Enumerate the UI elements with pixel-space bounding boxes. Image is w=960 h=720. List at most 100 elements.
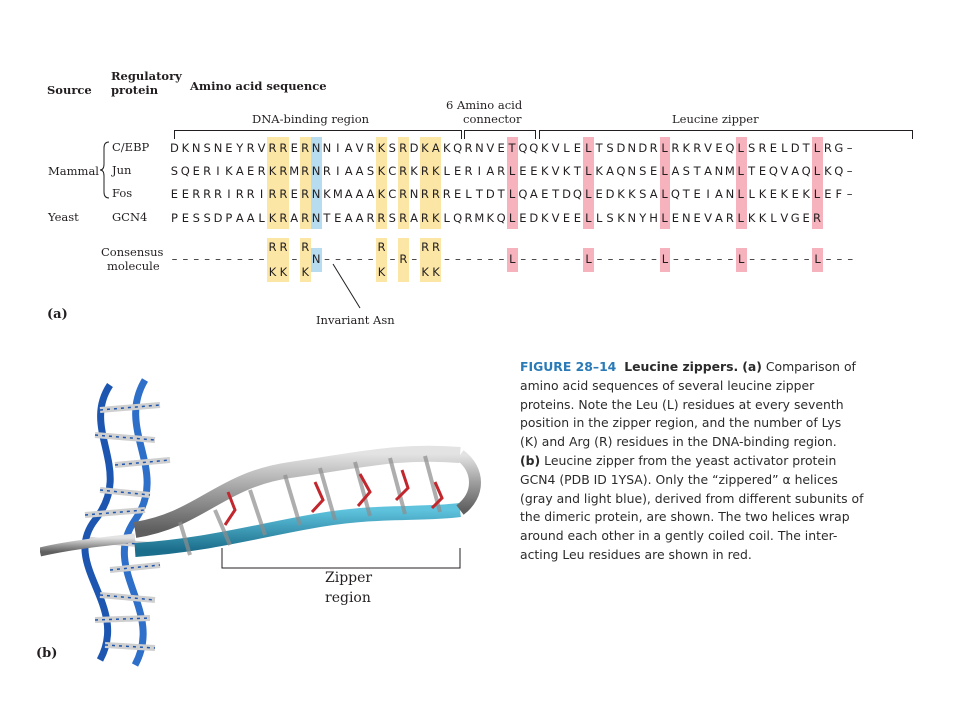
residue: S <box>606 141 614 155</box>
residue: C <box>388 164 397 178</box>
consensus-dash: – <box>487 252 494 266</box>
residue: A <box>486 164 495 178</box>
residue: L <box>563 141 570 155</box>
label-dna-binding-region: DNA-binding region <box>252 112 370 126</box>
consensus-lys: K <box>432 265 440 279</box>
residue: E <box>671 211 680 225</box>
residue: K <box>802 187 810 201</box>
residue: R <box>399 164 408 178</box>
residue: L <box>737 164 744 178</box>
residue: E <box>769 141 778 155</box>
residue: R <box>399 211 408 225</box>
consensus-highlight <box>583 248 595 272</box>
residue: I <box>259 187 264 201</box>
figure-caption: FIGURE 28–14 Leucine zippers. (a) Compar… <box>520 358 875 565</box>
residue: R <box>758 141 767 155</box>
residue: L <box>595 211 603 225</box>
consensus-leu: L <box>738 252 745 266</box>
residue: A <box>235 211 244 225</box>
residue: Q <box>670 187 680 201</box>
residue: T <box>323 211 331 225</box>
residue: M <box>289 164 300 178</box>
leucine-zipper-structure-image <box>40 378 481 667</box>
residue: V <box>551 164 560 178</box>
residue: A <box>355 211 364 225</box>
zipper-region-label-2: region <box>325 590 371 606</box>
consensus-leu: L <box>585 252 592 266</box>
consensus-highlight <box>659 248 671 272</box>
residue: K <box>377 187 386 201</box>
residue: K <box>432 164 440 178</box>
consensus-arg: R <box>421 240 430 254</box>
residue: V <box>551 141 560 155</box>
residue: E <box>290 187 298 201</box>
residue: S <box>366 164 375 178</box>
consensus-dash: – <box>454 252 461 266</box>
residue: E <box>225 141 233 155</box>
residue: M <box>474 211 485 225</box>
source-yeast: Yeast <box>48 210 79 224</box>
residue: R <box>366 141 375 155</box>
residue: T <box>497 187 505 201</box>
residue: Q <box>834 164 844 178</box>
residue: T <box>595 141 603 155</box>
residue: L <box>748 187 755 201</box>
residue: A <box>431 141 440 155</box>
consensus-dash: – <box>226 252 232 266</box>
residue: L <box>465 187 472 201</box>
residue: T <box>475 187 483 201</box>
residue: A <box>290 211 299 225</box>
residue: Q <box>529 141 539 155</box>
residue: S <box>170 164 179 178</box>
residue: Q <box>616 164 626 178</box>
consensus-dash: – <box>258 252 265 266</box>
caption-line-3: proteins. Note the Leu (L) residues at e… <box>520 396 844 412</box>
highlight-column <box>506 137 518 229</box>
residue: K <box>780 187 789 201</box>
consensus-dash: – <box>694 252 701 266</box>
residue: E <box>530 164 538 178</box>
residue: V <box>257 141 266 155</box>
consensus-dash: – <box>672 252 679 266</box>
residue: D <box>485 187 495 201</box>
consensus-dash: – <box>607 252 614 266</box>
residue: L <box>585 187 592 201</box>
residue: R <box>399 141 408 155</box>
residue: Q <box>518 187 528 201</box>
residue: T <box>693 164 701 178</box>
residue: S <box>388 141 396 155</box>
consensus-dash: – <box>182 252 189 266</box>
residue: D <box>638 141 648 155</box>
highlight-column <box>397 137 409 229</box>
residue: K <box>432 211 440 225</box>
residue: T <box>682 187 690 201</box>
caption-line-5: (K) and Arg (R) residues in the DNA-bind… <box>520 434 837 450</box>
caption-line-2: amino acid sequences of several leucine … <box>520 377 815 393</box>
consensus-dash: – <box>771 252 777 266</box>
residue: S <box>606 211 614 225</box>
residue: R <box>420 211 429 225</box>
residue: N <box>475 141 484 155</box>
consensus-label-2: molecule <box>107 259 160 273</box>
residue: E <box>802 211 810 225</box>
residue: K <box>377 164 386 178</box>
residue: R <box>279 211 288 225</box>
consensus-highlight <box>506 248 518 272</box>
consensus-highlight <box>812 248 823 272</box>
consensus-dash: – <box>629 252 636 266</box>
residue: M <box>724 164 735 178</box>
consensus-leu: L <box>814 252 821 266</box>
protein-cebp: C/EBP <box>112 140 150 154</box>
residue: R <box>203 187 212 201</box>
consensus-lys: K <box>279 265 288 279</box>
residue: E <box>769 187 778 201</box>
residue: R <box>301 211 310 225</box>
consensus-dash: – <box>291 252 298 266</box>
consensus-highlight <box>735 248 747 272</box>
consensus-arg: R <box>268 240 277 254</box>
residue: D <box>616 141 626 155</box>
residue: E <box>181 211 189 225</box>
residue: R <box>301 187 310 201</box>
consensus-highlight <box>310 248 322 272</box>
consensus-leu: L <box>509 252 516 266</box>
